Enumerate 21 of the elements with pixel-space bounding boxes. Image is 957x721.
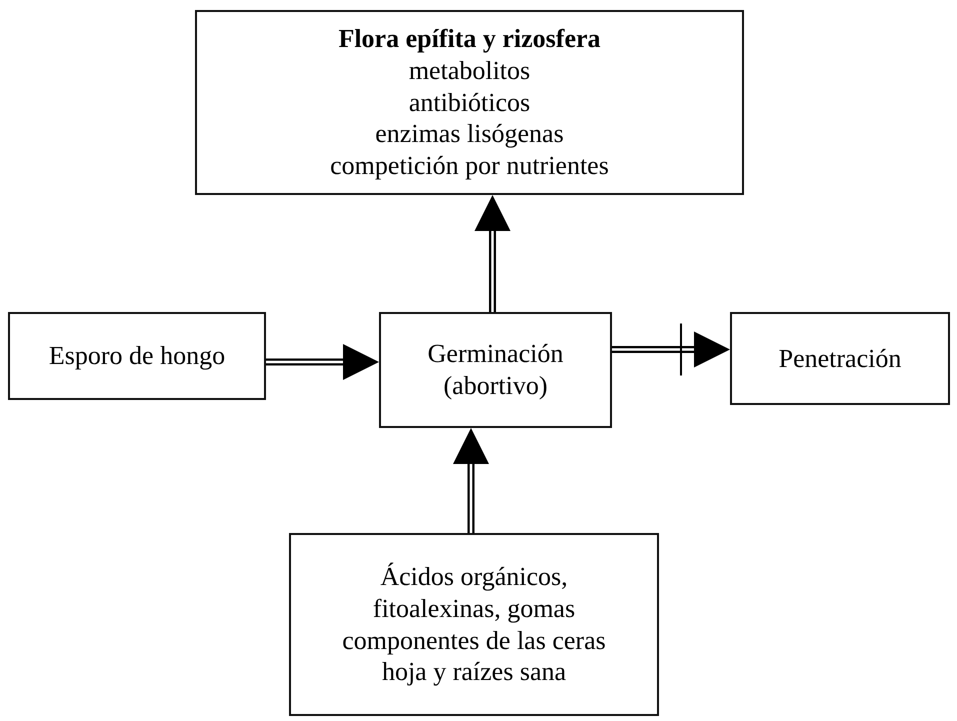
box-text: Penetración xyxy=(778,342,902,374)
process-box xyxy=(8,312,266,400)
process-box xyxy=(195,10,744,195)
box-text: componentes de las ceras xyxy=(342,624,606,656)
box-text: metabolitos xyxy=(408,54,530,87)
box-text: Flora epífita y rizosfera xyxy=(338,23,601,55)
box-text: competición por nutrientes xyxy=(330,150,609,182)
double-arrow xyxy=(453,428,489,533)
box-text: hoja y raízes sana xyxy=(382,656,566,688)
box-text: Ácidos orgánicos, xyxy=(380,561,568,593)
box-text: Esporo de hongo xyxy=(48,340,226,372)
box-text: antibióticos xyxy=(408,86,530,118)
process-box xyxy=(730,312,950,405)
process-box xyxy=(289,533,659,716)
double-arrow xyxy=(266,344,379,380)
double-arrow xyxy=(474,195,510,312)
process-box xyxy=(379,312,612,428)
box-text: enzimas lisógenas xyxy=(375,118,564,150)
box-text: Germinación (abortivo) xyxy=(426,338,564,402)
box-text: fitoalexinas, gomas xyxy=(372,592,576,624)
double-arrow xyxy=(612,332,730,368)
